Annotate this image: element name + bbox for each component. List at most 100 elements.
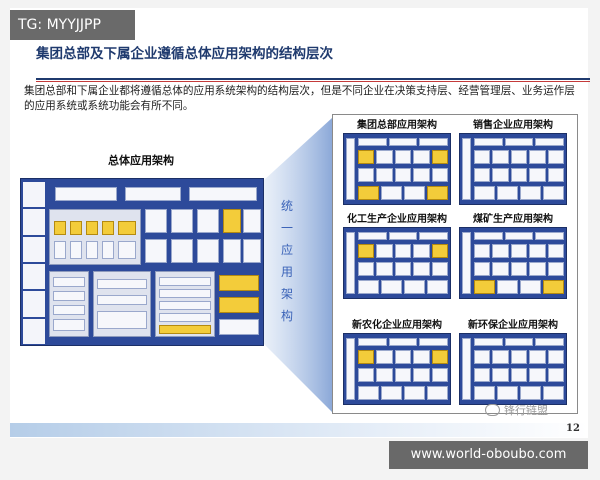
wechat-text: 锋行链盟 <box>504 404 548 417</box>
page-number: 12 <box>566 423 580 434</box>
mini-module <box>547 150 564 164</box>
mini-module <box>427 386 448 400</box>
module <box>223 239 241 263</box>
mini-module <box>358 350 375 364</box>
mini-module <box>510 368 528 382</box>
mini-module <box>547 168 564 182</box>
overall-left-column <box>23 182 45 344</box>
mini-module <box>358 280 379 294</box>
mini-module <box>492 244 509 258</box>
wechat-icon <box>485 404 500 416</box>
mini-module <box>394 168 412 182</box>
mini-module <box>510 168 528 182</box>
module <box>243 239 261 263</box>
mini-module <box>358 368 375 382</box>
module <box>171 209 193 233</box>
mini-module <box>358 150 375 164</box>
mini-module <box>520 186 541 200</box>
mini-module <box>474 244 491 258</box>
enterprise-title: 集团总部应用架构 <box>357 120 437 131</box>
module <box>197 239 219 263</box>
enterprise-title: 新农化企业应用架构 <box>352 320 442 331</box>
wechat-label: 锋行链盟 <box>485 402 548 418</box>
mini-module <box>529 150 546 164</box>
enterprise-diagram <box>459 333 567 405</box>
mini-left-column <box>346 232 355 294</box>
mini-module <box>543 386 564 400</box>
arch-char: 一 <box>280 221 293 235</box>
mini-module <box>529 368 546 382</box>
mini-module <box>358 386 379 400</box>
footer-bar <box>10 423 588 437</box>
mini-module <box>510 350 528 364</box>
mini-module <box>543 280 564 294</box>
enterprise-title: 新环保企业应用架构 <box>468 320 558 331</box>
mini-module <box>413 150 430 164</box>
enterprise-architecture: 煤矿生产应用架构 <box>459 213 567 299</box>
decision-block <box>55 187 117 201</box>
mini-module <box>358 186 379 200</box>
module-highlight <box>219 275 259 291</box>
enterprise-architecture: 销售企业应用架构 <box>459 119 567 205</box>
enterprise-architecture: 集团总部应用架构 <box>343 119 451 205</box>
mini-module <box>492 368 509 382</box>
mini-module <box>431 350 448 364</box>
mini-module <box>504 138 534 146</box>
enterprise-architecture: 化工生产企业应用架构 <box>343 213 451 299</box>
arch-char: 统 <box>280 199 293 213</box>
mini-module <box>431 262 448 276</box>
mini-module <box>431 168 448 182</box>
decision-block <box>189 187 257 201</box>
mini-module <box>497 386 518 400</box>
mini-module <box>510 150 528 164</box>
arch-char: 应 <box>280 243 293 257</box>
left-block <box>23 291 45 317</box>
mini-module <box>474 138 503 146</box>
module <box>102 241 114 259</box>
mini-module <box>492 262 509 276</box>
mini-left-column <box>346 138 355 200</box>
mini-module <box>547 350 564 364</box>
watermark-top: TG: MYYJJPP <box>10 10 135 40</box>
enterprise-diagram <box>459 227 567 299</box>
mini-module <box>492 150 509 164</box>
mini-module <box>427 186 448 200</box>
left-block <box>23 318 45 344</box>
mini-module <box>419 338 448 346</box>
mini-module <box>497 280 518 294</box>
mini-module <box>492 168 509 182</box>
title-divider <box>36 78 590 80</box>
mini-module <box>413 368 430 382</box>
module <box>159 313 211 322</box>
module <box>197 209 219 233</box>
module-highlight <box>86 221 98 235</box>
module <box>145 209 167 233</box>
mini-module <box>504 232 534 240</box>
left-block <box>23 236 45 262</box>
mini-module <box>388 232 418 240</box>
mini-module <box>510 262 528 276</box>
enterprise-title: 销售企业应用架构 <box>473 120 553 131</box>
mini-module <box>431 244 448 258</box>
module <box>159 277 211 286</box>
module-highlight <box>118 221 136 235</box>
module <box>53 291 85 301</box>
mini-module <box>358 138 387 146</box>
mini-module <box>404 280 425 294</box>
module <box>97 295 147 305</box>
module-highlight <box>102 221 114 235</box>
left-block <box>23 209 45 235</box>
module <box>53 319 85 331</box>
mini-module <box>474 338 503 346</box>
mini-module <box>358 338 387 346</box>
module <box>70 241 82 259</box>
mini-module <box>529 262 546 276</box>
enterprise-diagram <box>459 133 567 205</box>
mini-module <box>381 280 402 294</box>
module <box>53 305 85 315</box>
unified-architecture-label: 统 一 应 用 架 构 <box>279 200 295 323</box>
mini-module <box>543 186 564 200</box>
mini-module <box>376 168 393 182</box>
mini-module <box>474 168 491 182</box>
mini-module <box>510 244 528 258</box>
